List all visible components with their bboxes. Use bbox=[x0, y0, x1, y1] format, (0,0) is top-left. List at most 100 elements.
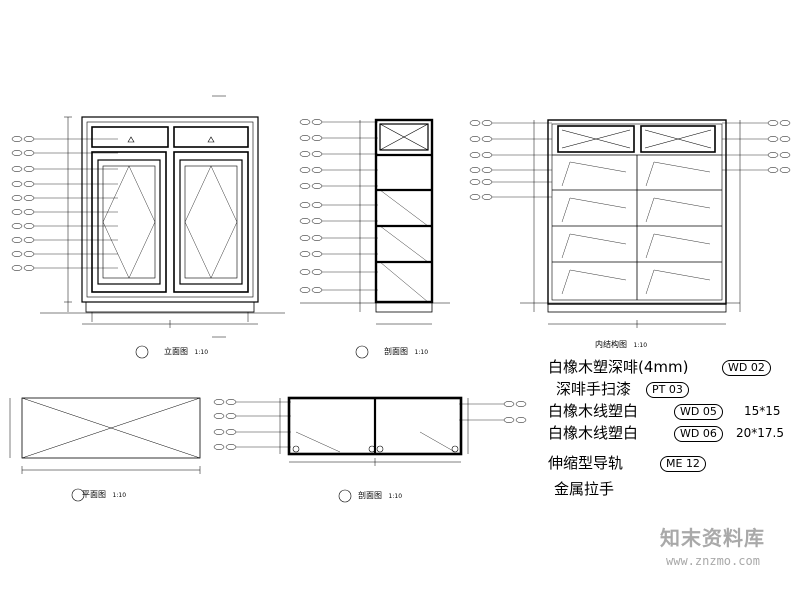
interior-hatch bbox=[645, 161, 655, 187]
door-right bbox=[173, 151, 249, 293]
door-left-panel-outer bbox=[97, 159, 161, 285]
leader-tag-a bbox=[11, 209, 23, 215]
interior-hatch bbox=[653, 197, 711, 209]
leader-tag-a bbox=[11, 195, 23, 201]
leader-tag-b bbox=[311, 202, 323, 208]
watermark-title: 知末资料库 bbox=[660, 526, 765, 550]
door-left-opening-line bbox=[102, 165, 130, 223]
view-marker-circle bbox=[355, 345, 369, 359]
caption-elevation-label: 立面图 bbox=[164, 347, 188, 356]
drawer-cross bbox=[644, 129, 712, 149]
hinge-mark bbox=[376, 445, 384, 453]
legend-row-5-tag: ME 12 bbox=[660, 456, 706, 472]
leader-tag-b bbox=[225, 444, 237, 450]
leader-tag-a bbox=[299, 202, 311, 208]
leader-tag-b bbox=[481, 152, 493, 158]
view-captions bbox=[71, 345, 369, 503]
caption-interior-scale: 1:10 bbox=[633, 342, 648, 349]
leader-tag-b bbox=[225, 413, 237, 419]
caption-section-scale: 1:10 bbox=[414, 349, 429, 356]
cabinet-inner-outline bbox=[86, 121, 254, 298]
caption-elevation-scale: 1:10 bbox=[194, 349, 209, 356]
interior-hatch bbox=[645, 233, 655, 259]
legend-row-1: 白橡木塑深啡(4mm) WD 02 bbox=[548, 356, 771, 378]
front-elevation-view bbox=[11, 95, 285, 338]
leader-tag-b bbox=[23, 265, 35, 271]
section-diagonal bbox=[379, 189, 429, 227]
caption-interior: 内结构图 1:10 bbox=[595, 340, 647, 351]
door-right-opening-line bbox=[210, 221, 238, 279]
leader-tag-b bbox=[311, 135, 323, 141]
watermark: 知末资料库 www.znzmo.com bbox=[650, 516, 800, 586]
leader-tag-b bbox=[23, 166, 35, 172]
plan-section-diagonal bbox=[295, 431, 341, 453]
hinge-mark bbox=[368, 445, 376, 453]
leader-tag-a bbox=[503, 401, 515, 407]
caption-plan-section-scale: 1:10 bbox=[388, 493, 403, 500]
watermark-box bbox=[650, 522, 800, 584]
leader-tag-a bbox=[767, 136, 779, 142]
leader-tag-b bbox=[311, 183, 323, 189]
section-drawer bbox=[379, 123, 429, 151]
interior-hatch bbox=[569, 233, 627, 245]
legend-row-4: 白橡木线塑白 WD 06 20*17.5 bbox=[548, 422, 784, 444]
leader-tag-b bbox=[311, 167, 323, 173]
leader-tag-b bbox=[23, 223, 35, 229]
leader-tag-a bbox=[299, 151, 311, 157]
section-diagonal bbox=[379, 225, 429, 263]
leader-tag-a bbox=[213, 429, 225, 435]
plan-section-view bbox=[213, 396, 527, 466]
door-left-opening-line bbox=[128, 221, 156, 279]
section-diagonal bbox=[379, 261, 429, 303]
caption-plan-scale: 1:10 bbox=[112, 492, 127, 499]
side-section-view bbox=[299, 118, 450, 325]
legend-row-3-tag: WD 05 bbox=[674, 404, 723, 420]
cabinet-outline bbox=[81, 116, 259, 303]
interior-hatch bbox=[561, 269, 571, 295]
legend-row-3-text: 白橡木线塑白 bbox=[548, 402, 639, 420]
leader-tag-a bbox=[213, 444, 225, 450]
legend-row-4-text: 白橡木线塑白 bbox=[548, 424, 639, 442]
leader-tag-b bbox=[779, 120, 791, 126]
leader-tag-a bbox=[11, 223, 23, 229]
caption-plan: 平面图 1:10 bbox=[82, 490, 126, 501]
hinge-mark bbox=[451, 445, 459, 453]
leader-tag-a bbox=[469, 194, 481, 200]
leader-tag-b bbox=[515, 401, 527, 407]
legend-row-2-tag: PT 03 bbox=[646, 382, 689, 398]
leader-tag-b bbox=[311, 151, 323, 157]
leader-tag-a bbox=[299, 183, 311, 189]
plan-view bbox=[9, 397, 201, 474]
interior-hatch bbox=[653, 233, 711, 245]
interior-hatch bbox=[653, 161, 711, 173]
legend-row-5-text: 伸缩型导轨 bbox=[548, 454, 624, 472]
leader-tag-a bbox=[299, 235, 311, 241]
leader-tag-b bbox=[23, 136, 35, 142]
caption-interior-label: 内结构图 bbox=[595, 340, 627, 349]
door-left-panel-inner bbox=[102, 165, 156, 279]
leader-tag-a bbox=[299, 135, 311, 141]
leader-tag-b bbox=[225, 399, 237, 405]
leader-tag-b bbox=[311, 269, 323, 275]
interior-hatch bbox=[569, 269, 627, 281]
leader-tag-b bbox=[779, 167, 791, 173]
legend-row-2-text: 深啡手扫漆 bbox=[556, 380, 632, 398]
leader-tag-a bbox=[299, 251, 311, 257]
leader-tag-a bbox=[767, 120, 779, 126]
leader-tag-b bbox=[515, 417, 527, 423]
leader-tag-a bbox=[11, 237, 23, 243]
leader-tag-a bbox=[299, 218, 311, 224]
legend-row-3-note: 15*15 bbox=[744, 404, 781, 418]
leader-tag-a bbox=[299, 287, 311, 293]
door-right-opening-line bbox=[184, 221, 212, 279]
drawer-cross bbox=[561, 129, 631, 149]
leader-tag-b bbox=[23, 237, 35, 243]
leader-tag-a bbox=[299, 167, 311, 173]
legend-row-1-text: 白橡木塑深啡(4mm) bbox=[548, 358, 689, 376]
drawer-right-handle bbox=[207, 136, 215, 143]
leader-tag-a bbox=[11, 265, 23, 271]
drawer-left bbox=[91, 126, 169, 148]
interior-plinth bbox=[547, 303, 727, 313]
legend-row-4-note: 20*17.5 bbox=[736, 426, 784, 440]
